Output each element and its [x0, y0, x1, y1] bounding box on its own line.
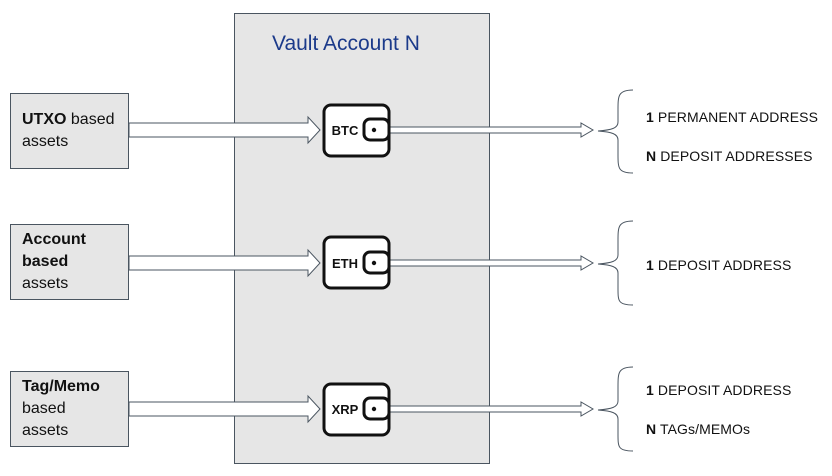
- output-xrp-deposit: 1 DEPOSIT ADDRESS: [646, 382, 791, 398]
- source-utxo-line1: UTXO based: [22, 109, 128, 131]
- source-utxo-box: UTXO based assets: [10, 93, 129, 169]
- source-account-box: Account based assets: [10, 224, 129, 300]
- source-utxo-bold: UTXO: [22, 111, 67, 128]
- wallet-label-eth: ETH: [332, 256, 358, 271]
- output-xrp-deposit-count: 1: [646, 382, 654, 398]
- output-btc-deposit-count: N: [646, 148, 657, 164]
- source-account-line3: assets: [22, 275, 69, 292]
- source-account-bold1: Account: [22, 231, 86, 248]
- output-eth-deposit-count: 1: [646, 257, 654, 273]
- output-eth-deposit-text: DEPOSIT ADDRESS: [653, 257, 792, 273]
- wallet-icon-btc: [322, 103, 391, 158]
- arrow-btc-to-outputs: [388, 122, 594, 138]
- wallet-icon-eth: [322, 235, 391, 290]
- output-eth-deposit: 1 DEPOSIT ADDRESS: [646, 257, 791, 273]
- arrow-utxo-to-btc: [128, 115, 321, 145]
- source-account-line1: Account: [22, 229, 128, 251]
- output-xrp-tags-text: TAGs/MEMOs: [656, 421, 751, 437]
- output-btc-permanent-count: 1: [646, 109, 654, 125]
- output-xrp-deposit-text: DEPOSIT ADDRESS: [653, 382, 792, 398]
- source-tagmemo-line2: based: [22, 400, 66, 417]
- output-btc-deposit-text: DEPOSIT ADDRESSES: [656, 148, 813, 164]
- output-xrp-tags: N TAGs/MEMOs: [646, 421, 750, 437]
- wallet-label-xrp: XRP: [332, 402, 359, 417]
- source-account-bold2: based: [22, 253, 69, 270]
- wallet-icon-xrp: [322, 382, 391, 437]
- brace-btc-outputs: [597, 89, 634, 174]
- brace-xrp-outputs: [597, 366, 634, 452]
- output-btc-permanent-text: PERMANENT ADDRESS: [653, 109, 819, 125]
- source-tagmemo-line1: Tag/Memo: [22, 376, 128, 398]
- arrow-account-to-eth: [128, 248, 321, 278]
- vault-title: Vault Account N: [272, 32, 420, 55]
- brace-eth-outputs: [597, 220, 634, 306]
- source-tagmemo-box: Tag/Memo based assets: [10, 371, 129, 447]
- source-utxo-inline: based: [66, 111, 115, 128]
- source-account-line2: based: [22, 251, 128, 273]
- arrow-eth-to-outputs: [388, 255, 594, 271]
- output-xrp-tags-count: N: [646, 421, 657, 437]
- arrow-tagmemo-to-xrp: [128, 394, 321, 424]
- wallet-label-btc: BTC: [332, 123, 359, 138]
- output-btc-permanent: 1 PERMANENT ADDRESS: [646, 109, 818, 125]
- source-tagmemo-bold: Tag/Memo: [22, 378, 100, 395]
- arrow-xrp-to-outputs: [388, 401, 594, 417]
- source-tagmemo-line3: assets: [22, 422, 69, 439]
- output-btc-deposit: N DEPOSIT ADDRESSES: [646, 148, 813, 164]
- source-utxo-line2: assets: [22, 133, 69, 150]
